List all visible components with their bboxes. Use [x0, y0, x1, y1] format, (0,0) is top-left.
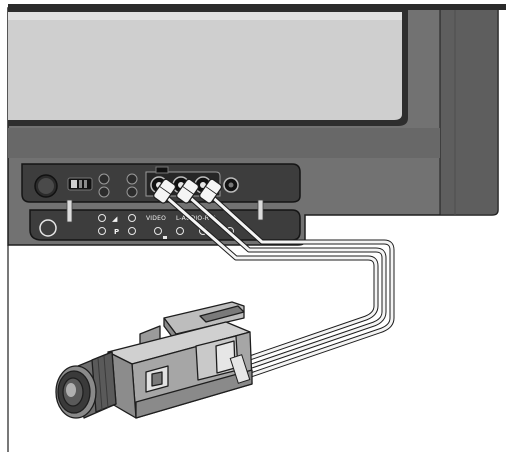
minus-icon — [98, 214, 106, 222]
right-peg — [257, 199, 264, 221]
plus-icon — [128, 214, 136, 222]
plate-jack-marker — [154, 227, 162, 235]
tv-screen-icon — [8, 10, 408, 126]
program-label: P — [114, 228, 119, 236]
menu-button[interactable] — [98, 186, 110, 198]
plate-mark — [163, 236, 167, 239]
channel-up-button[interactable] — [126, 173, 138, 185]
av-cable — [161, 192, 395, 381]
tv-bezel — [8, 128, 440, 158]
minus-icon — [98, 227, 106, 235]
plate-jack-marker — [176, 227, 184, 235]
rca-plugs — [153, 178, 223, 204]
video-label: VIDEO — [146, 215, 166, 222]
camcorder-icon — [55, 301, 253, 419]
tv-set: ◢ P VIDEO L-AUDIO-R 3 — [7, 4, 506, 246]
volume-icon: ◢ — [112, 215, 118, 223]
tv-side-panel — [439, 7, 499, 216]
front-control-panel — [21, 163, 301, 203]
tv-top-edge — [8, 4, 506, 10]
left-peg — [66, 199, 73, 223]
panel-ring — [39, 219, 57, 237]
menu-button[interactable] — [98, 173, 110, 185]
channel-down-button[interactable] — [126, 186, 138, 198]
headphone-jack-icon[interactable] — [223, 177, 239, 193]
panel-notch — [155, 166, 169, 174]
mode-slide-switch[interactable] — [67, 177, 93, 191]
plus-icon — [128, 227, 136, 235]
camcorder-cable-entry — [229, 354, 251, 384]
